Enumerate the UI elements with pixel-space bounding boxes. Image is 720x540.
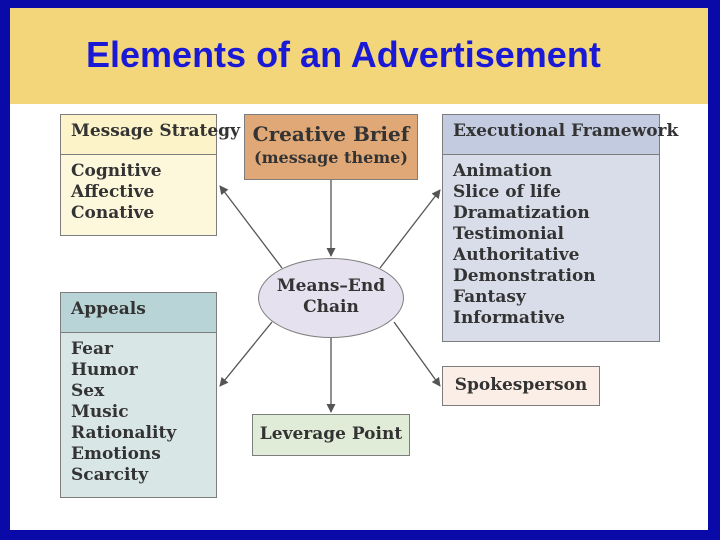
- list-item: Scarcity: [71, 465, 149, 485]
- list-item: Fantasy: [453, 287, 526, 307]
- creative-brief-box: Creative Brief (message theme): [244, 114, 418, 180]
- message-strategy-header: Message Strategy: [61, 115, 240, 155]
- creative-brief-subtitle: (message theme): [254, 148, 408, 167]
- list-item: Informative: [453, 308, 565, 328]
- spokesperson-box: Spokesperson: [442, 366, 600, 406]
- appeals-list: Fear Humor Sex Music Rationality Emotion…: [61, 333, 216, 492]
- creative-brief-title: Creative Brief: [252, 122, 410, 146]
- message-strategy-box: Message Strategy Cognitive Affective Con…: [60, 114, 240, 236]
- title-band: [10, 8, 708, 104]
- arrow-chain-to-executional-framework: [379, 189, 441, 269]
- executional-framework-header: Executional Framework: [443, 115, 678, 155]
- appeals-header: Appeals: [61, 293, 216, 333]
- list-item: Cognitive: [71, 161, 162, 181]
- list-item: Humor: [71, 360, 138, 380]
- list-item: Demonstration: [453, 266, 596, 286]
- appeals-box: Appeals Fear Humor Sex Music Rationality…: [60, 292, 217, 498]
- arrow-chain-to-message-strategy: [219, 185, 283, 269]
- slide-title: Elements of an Advertisement: [86, 34, 601, 75]
- arrow-chain-to-appeals: [219, 321, 273, 387]
- list-item: Animation: [453, 161, 553, 181]
- list-item: Fear: [71, 339, 113, 359]
- arrow-chain-to-spokesperson: [393, 321, 441, 387]
- list-item: Conative: [71, 203, 155, 223]
- message-strategy-list: Cognitive Affective Conative: [61, 155, 216, 230]
- executional-framework-box: Executional Framework Animation Slice of…: [442, 114, 678, 342]
- executional-framework-list: Animation Slice of life Dramatization Te…: [443, 155, 659, 335]
- list-item: Rationality: [71, 423, 177, 443]
- list-item: Testimonial: [453, 224, 565, 244]
- list-item: Emotions: [71, 444, 161, 464]
- list-item: Slice of life: [453, 182, 561, 202]
- leverage-point-box: Leverage Point: [252, 414, 410, 456]
- list-item: Dramatization: [453, 203, 590, 223]
- list-item: Authoritative: [453, 245, 580, 265]
- list-item: Affective: [71, 182, 155, 202]
- means-end-chain-line2: Chain: [303, 297, 359, 317]
- list-item: Music: [71, 402, 129, 422]
- list-item: Sex: [71, 381, 105, 401]
- means-end-chain-line1: Means–End: [276, 276, 386, 296]
- means-end-chain-node: Means–End Chain: [258, 258, 404, 338]
